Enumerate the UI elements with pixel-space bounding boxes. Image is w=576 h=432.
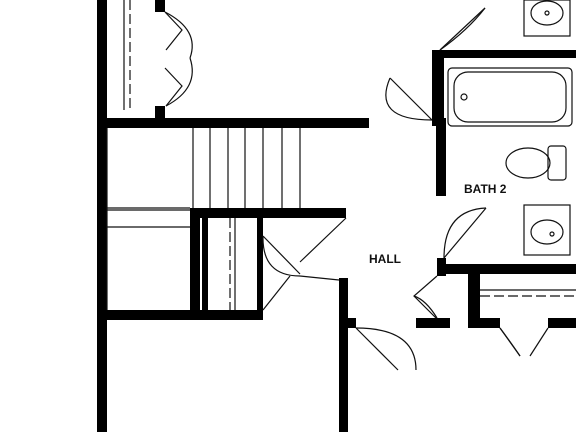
bathroom-fixtures — [447, 0, 573, 256]
wall-stair-top — [97, 118, 369, 128]
staircase — [106, 128, 301, 310]
wall-left-closet-bottom — [155, 106, 165, 120]
closet-right-lower — [480, 289, 576, 297]
room-label-bath2: BATH 2 — [464, 182, 507, 196]
wall-inner-closet-left — [202, 218, 208, 310]
wall-inner-box-top — [190, 208, 346, 218]
closet-inner — [229, 218, 236, 310]
wall-left-outer — [97, 0, 107, 432]
wall-top-right-stub — [432, 118, 442, 126]
toilet — [505, 145, 567, 181]
sink-upper — [523, 0, 571, 37]
doors — [164, 7, 549, 371]
wall-lower-stub — [346, 318, 356, 328]
wall-inner-box-left — [190, 208, 200, 318]
wall-bath-left-upper — [432, 50, 444, 126]
wall-stair-bottom — [97, 310, 263, 320]
wall-closet-right-bottom-2 — [548, 318, 576, 328]
wall-left-closet — [155, 0, 165, 12]
wall-bath-top — [432, 50, 576, 58]
wall-bath-bottom — [437, 264, 576, 274]
closet-left-upper — [123, 0, 131, 110]
wall-lower-right-top — [339, 278, 348, 286]
wall-inner-closet-right — [257, 218, 263, 318]
walls — [97, 0, 576, 432]
wall-closet-right-left — [468, 264, 480, 320]
wall-lower-right-room — [339, 280, 348, 432]
wall-closet-right-bottom — [468, 318, 500, 328]
bathtub — [447, 67, 573, 127]
sink-lower — [523, 204, 571, 256]
wall-hall-bottom-right — [416, 318, 450, 328]
wall-bath-left-mid — [436, 118, 446, 196]
room-label-hall: HALL — [369, 252, 401, 266]
